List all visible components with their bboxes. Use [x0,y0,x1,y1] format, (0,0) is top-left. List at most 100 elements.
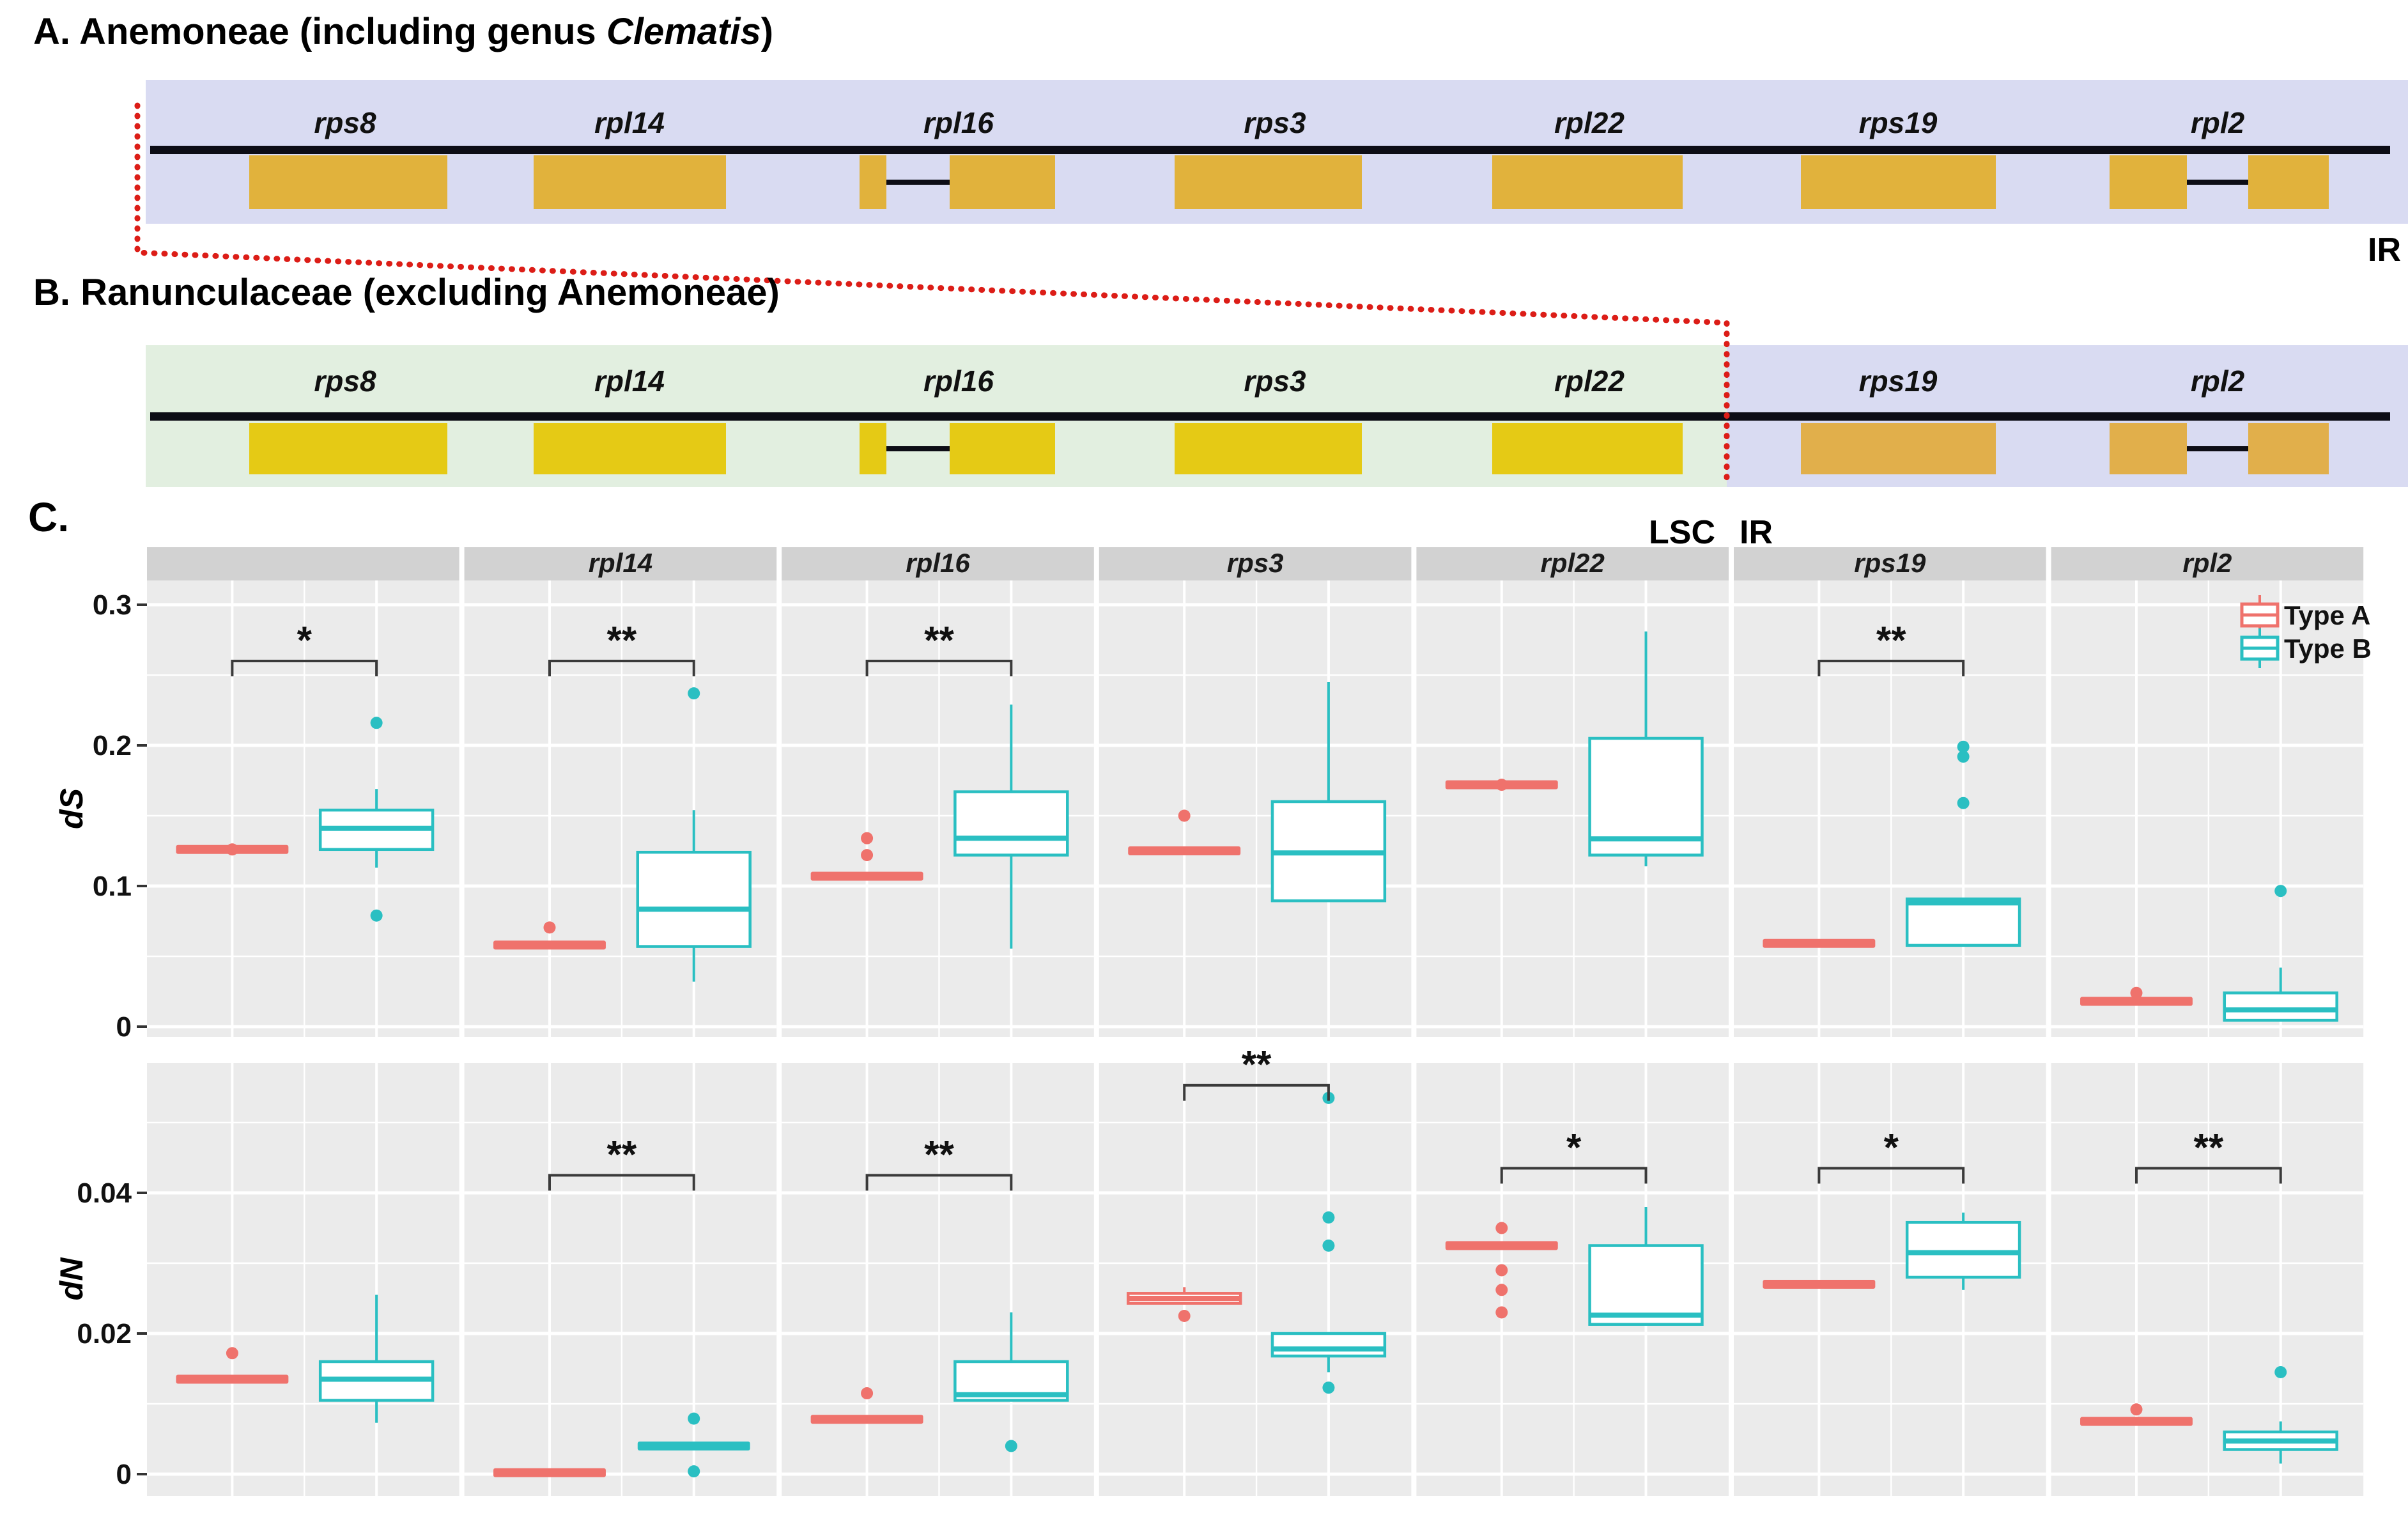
gene-label-b-rps8: rps8 [314,364,376,398]
boxplot-type-b-dN-rpl14-outlier-dot [688,1412,700,1425]
facet-strip-rps3 [1099,547,1412,580]
ir-boundary-dotted-line [134,102,1730,481]
significance-bracket-dS-rps8 [231,660,378,676]
boxplot-type-a-dS-rpl22-outlier-dot [1495,779,1508,791]
gene-exon-b-rps8 [249,423,447,474]
facet-panel-dN-rpl14 [464,1063,777,1496]
gene-exon-a-rpl16 [860,155,886,209]
boxplot-type-b-dN-rpl22-box [1588,1244,1704,1326]
facet-strip-label-rpl22: rpl22 [1541,548,1605,578]
gene-exon-b-rps19 [1801,423,1996,474]
boxplot-type-b-dN-rps3-outlier-dot [1322,1381,1335,1394]
boxplot-type-a-dN-rpl22-outlier-dot [1495,1264,1508,1277]
boxplot-type-a-dN-rpl16-outlier-dot [861,1387,874,1399]
boxplot-type-a-dN-rpl2-flat-box [2080,1417,2193,1426]
panel-a-ir-label: IR [2368,231,2401,268]
gene-exon-b-rpl22 [1492,423,1683,474]
axis-tick-label-dN-0.02: 0.02 [77,1318,132,1349]
facet-panel-dS-rpl14 [464,580,777,1037]
gene-exon-b-rps3 [1175,423,1362,474]
boxplot-type-b-dS-rps19-outlier-dot [1957,740,1970,753]
gene-label-a-rps8: rps8 [314,106,376,139]
significance-bracket-dS-rps19 [1818,660,1965,676]
significance-label-dN-rpl22: * [1566,1126,1582,1169]
significance-bracket-dN-rps19 [1818,1167,1965,1184]
boxplot-type-a-dN-rpl14-flat-box [493,1468,606,1477]
panel-b-genome-line [150,412,2390,421]
facet-strip-rpl2 [2051,547,2364,580]
panel-a-title-prefix: A. Anemoneae (including genus [33,11,606,52]
boxplot-type-b-dN-rps3-outlier-dot [1322,1211,1335,1224]
facet-panel-dS-rpl2 [2051,580,2364,1037]
significance-label-dN-rpl16: ** [924,1133,954,1176]
axis-tick-label-dN-0: 0 [116,1459,132,1490]
facet-strip-label-rps3: rps3 [1227,548,1284,578]
gene-exon-b-rpl2 [2248,423,2329,474]
boxplot-type-b-dS-rpl14-box [636,850,752,948]
panel-b-title: B. Ranunculaceae (excluding Anemoneae) [33,272,780,313]
boxplot-type-b-dN-rps3-box [1270,1332,1387,1358]
gene-exon-a-rpl2 [2110,155,2187,209]
boxplot-type-a-dS-rps8-outlier-dot [226,843,238,856]
axis-tick-label-dS-0.1: 0.1 [93,871,132,902]
ds-axis-title: dS [54,788,89,829]
boxplot-type-a-dS-rpl16-outlier-dot [861,849,874,862]
boxplot-type-b-dN-rpl16-outlier-dot [1005,1440,1017,1452]
gene-label-b-rpl2: rpl2 [2191,364,2245,398]
significance-label-dN-rpl14: ** [607,1133,637,1176]
boxplot-type-b-dN-rps19-box [1905,1220,2021,1279]
significance-bracket-dS-rpl16 [865,660,1013,676]
gene-label-b-rpl14: rpl14 [594,364,665,398]
gene-label-b-rps19: rps19 [1859,364,1938,398]
axis-tick-label-dS-0.2: 0.2 [93,730,132,761]
boxplot-type-a-dN-rpl2-outlier-dot [2130,1403,2143,1416]
gene-label-b-rpl22: rpl22 [1554,364,1625,398]
boxplot-type-b-dN-rpl14-outlier-dot [688,1465,700,1478]
facet-strip-rpl16 [782,547,1094,580]
boxplot-type-a-dS-rpl14-flat-box [493,940,606,950]
significance-bracket-dS-rpl14 [548,660,695,676]
axis-tick-label-dN-0.04: 0.04 [77,1178,132,1209]
boxplot-type-b-dS-rpl2-box [2223,991,2338,1022]
panel-b-ir-label: IR [1740,514,1773,551]
boxplot-type-a-dS-rpl2-outlier-dot [2130,986,2143,999]
facet-strip-rps8 [147,547,459,580]
gene-label-a-rpl22: rpl22 [1554,106,1625,139]
gene-exon-a-rpl14 [534,155,726,209]
gene-exon-a-rps19 [1801,155,1996,209]
significance-label-dN-rps3: ** [1242,1043,1272,1086]
gene-label-a-rps3: rps3 [1244,106,1306,139]
panel-a-title-suffix: ) [760,11,774,52]
gene-intron-a-rpl2 [2187,180,2248,185]
facet-strip-rpl14 [464,547,777,580]
legend-label-type_a: Type A [2284,600,2370,630]
axis-tick-label-dS-0: 0 [116,1011,132,1043]
gene-label-a-rps19: rps19 [1859,106,1938,139]
gene-exon-a-rps8 [249,155,447,209]
gene-intron-b-rpl2 [2187,446,2248,451]
facet-strip-label-rpl2: rpl2 [2182,548,2232,578]
axis-tick-label-dS-0.3: 0.3 [93,589,132,621]
significance-label-dS-rpl16: ** [924,619,954,662]
gene-exon-b-rpl16 [950,423,1055,474]
significance-label-dS-rpl14: ** [607,619,637,662]
gene-exon-b-rpl2 [2110,423,2187,474]
boxplot-type-b-dS-rps8-outlier-dot [370,909,383,922]
gene-label-a-rpl14: rpl14 [594,106,665,139]
gene-label-a-rpl16: rpl16 [923,106,994,139]
facet-panel-dN-rps3 [1099,1063,1412,1496]
boxplot-type-b-dN-rpl14-flat-box [637,1442,750,1450]
significance-label-dS-rps19: ** [1876,619,1906,662]
gene-exon-a-rpl22 [1492,155,1683,209]
boxplot-type-b-dN-rpl2-outlier-dot [2274,1366,2287,1378]
boxplot-type-b-dS-rpl14-outlier-dot [688,687,700,700]
panel-a-title: A. Anemoneae (including genus Clematis) [33,10,773,53]
significance-bracket-dN-rpl16 [865,1174,1013,1191]
legend-label-type_b: Type B [2284,634,2372,664]
significance-bracket-dN-rpl22 [1500,1167,1648,1184]
facet-strip-rpl22 [1416,547,1729,580]
boxplot-type-b-dS-rps19-outlier-dot [1957,797,1970,809]
boxplot-type-a-dS-rps19-flat-box [1763,938,1876,948]
boxplot-type-b-dS-rpl2-outlier-dot [2274,885,2287,898]
